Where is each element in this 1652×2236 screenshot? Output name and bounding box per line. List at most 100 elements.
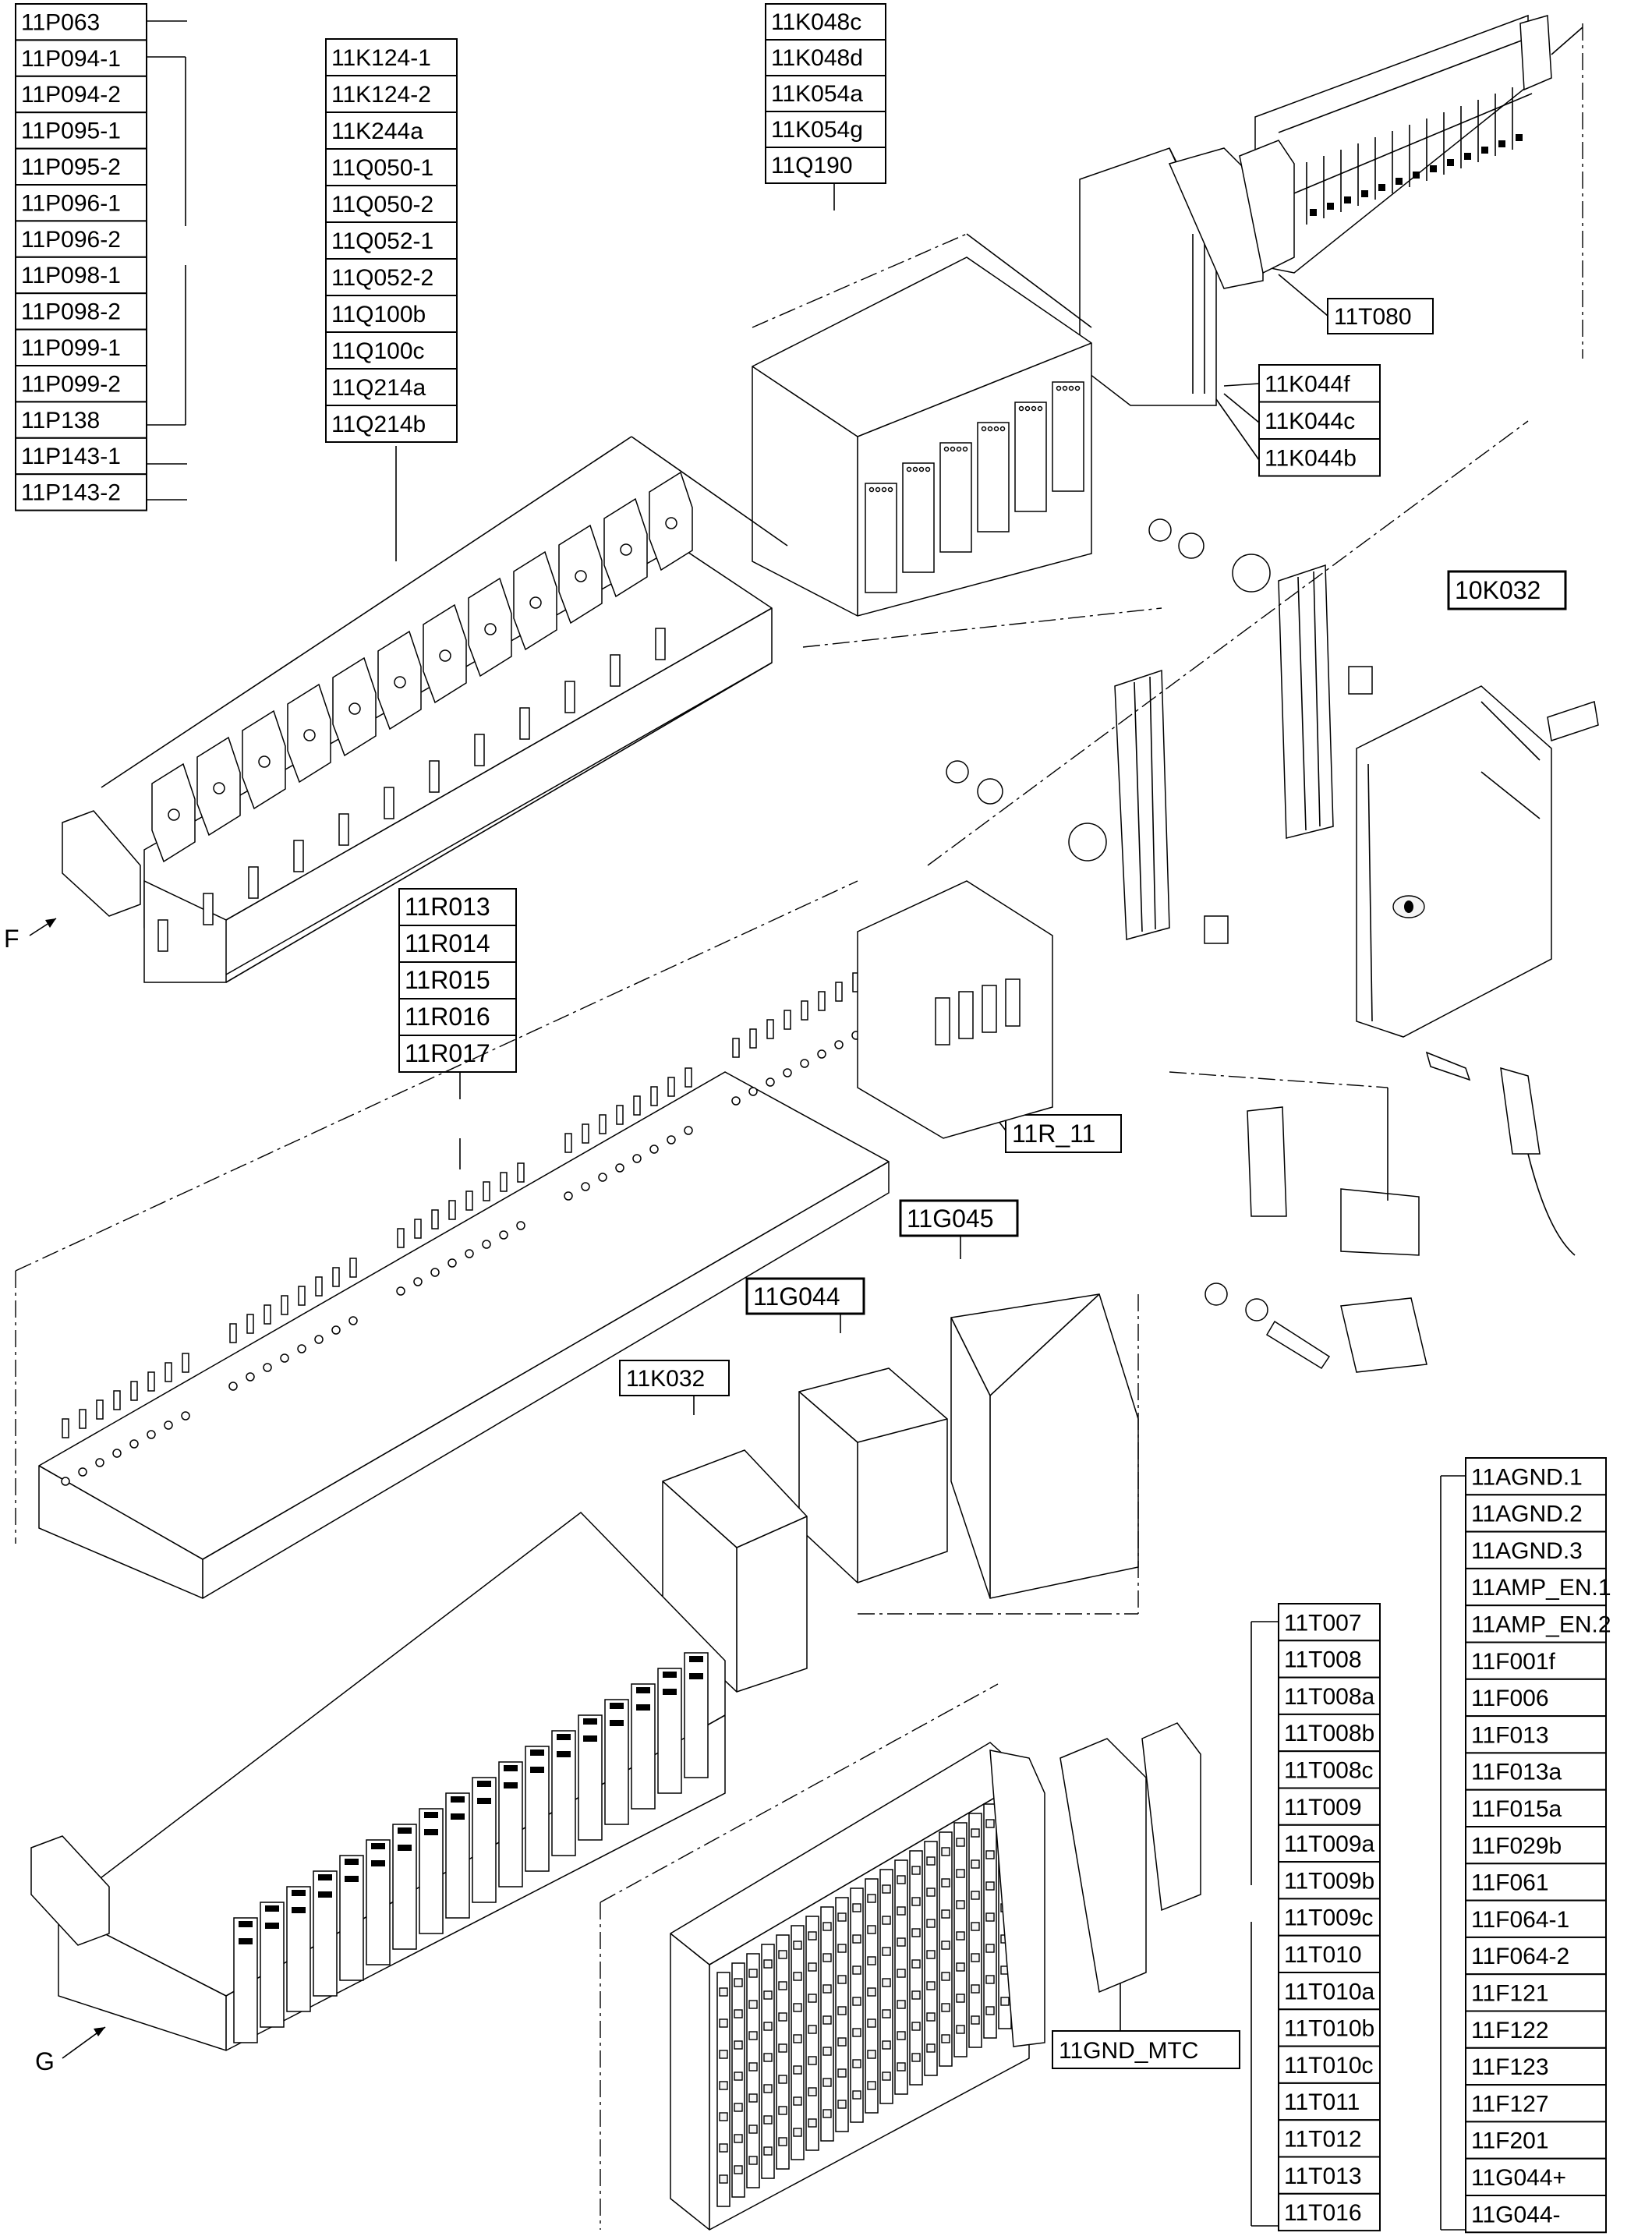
resistor [766,1019,774,1039]
terminal-port [926,1950,936,1959]
terminal-port [808,2118,817,2128]
relay-contact [239,1921,253,1927]
terminal-dot [1327,203,1334,210]
terminal-screw [348,1316,358,1325]
relay-contact [292,1907,306,1913]
terminal-port [911,1928,921,1937]
terminal-port [734,2134,743,2143]
resistor [465,1191,473,1211]
label-11R_11-text: 11R_11 [1012,1120,1095,1148]
label-11K048-label: 11K048d [771,45,863,71]
relay-contact [477,1781,491,1787]
label-11AGND-label: 11F122 [1471,2018,1549,2043]
label-11T-box [1278,1934,1381,1973]
terminal-port [956,1838,965,1847]
relay-contact [265,1923,279,1929]
resistor [281,1295,288,1315]
label-11T-label: 11T009 [1284,1795,1362,1820]
relay-slice [419,1808,444,1934]
relay-contact [318,1874,332,1880]
terminal-port [926,1888,936,1897]
terminal-port [897,1906,906,1916]
r11-terminal [958,991,974,1039]
label-11P-box [15,328,147,367]
relay-contact [345,1859,359,1865]
label-11R-box [398,998,517,1036]
label-11AGND-box [1465,1863,1607,1902]
label-11AGND-box [1465,1494,1607,1533]
relay-contact [292,1890,306,1896]
terminal-port [867,1925,876,1934]
relay-contact [530,1750,544,1756]
resistor [130,1381,138,1401]
terminal-port [985,1944,995,1953]
terminal-port [734,2009,743,2018]
terminal-port [748,2125,758,2134]
terminal-port [985,1850,995,1859]
terminal-port [985,1912,995,1922]
label-11P-label: 11P098-2 [21,299,121,325]
relay-screw [348,702,361,715]
label-11AGND-label: 11F123 [1471,2054,1549,2080]
terminal-port [941,1972,950,1981]
relay-contact [504,1765,518,1771]
housing-10k032 [1356,685,1599,1256]
label-11T-label: 11T008a [1284,1684,1375,1710]
relay-contact [371,1860,385,1866]
resistor [332,1267,340,1287]
resistor [147,1371,155,1392]
label-11AGND-box [1465,1899,1607,1938]
label-11AGND-label: 11F061 [1471,1870,1549,1896]
label-11K044-label: 11K044f [1265,372,1350,398]
label-11AGND-label: 11AGND.2 [1471,1502,1583,1527]
label-11K124-label: 11K244a [331,119,423,144]
relay-slice [392,1824,417,1950]
resistor [229,1323,237,1343]
terminal-port [822,1922,832,1931]
relay-pin [384,787,394,819]
terminal-port [778,2075,787,2084]
screw-dot [950,446,956,452]
terminal-port [719,1987,728,1997]
terminal-port [719,2174,728,2184]
label-11P-box [15,3,147,41]
label-11K124-label: 11Q052-1 [331,228,433,254]
screw-dot [887,486,893,493]
terminal-port [882,2009,891,2018]
resistor [599,1114,607,1134]
screw-dot [875,486,881,493]
terminal-port [793,2003,802,2012]
label-11R-label: 11R015 [405,966,490,994]
label-11P-label: 11P096-2 [21,227,121,253]
terminal-port [867,2050,876,2059]
label-10K032-text: 10K032 [1455,576,1541,604]
label-11AGND-box [1465,1936,1607,1976]
terminal-port [748,2093,758,2103]
terminal-screw [147,1430,156,1439]
screw-dot [881,486,887,493]
label-11T-box [1278,1824,1381,1863]
terminal-port [793,1941,802,1950]
screw-dot [956,446,962,452]
label-11AGND-box [1465,2121,1607,2160]
terminal-screw [482,1240,491,1249]
terminal-dot [1344,196,1351,203]
screw-dot [1074,385,1081,391]
label-11AGND-label: 11F001f [1471,1649,1556,1675]
relay-contact [345,1876,359,1882]
resistor [483,1181,490,1201]
terminal-port [837,2037,847,2047]
resistor [414,1219,422,1239]
terminal-port [897,1937,906,1947]
resistor [835,982,843,1002]
label-11K124-box [325,405,458,443]
terminal-dot [1447,159,1454,166]
terminal-port [897,1969,906,1978]
terminal-block-bank-bottom [600,1683,1201,2231]
resistor [431,1209,439,1229]
screw-dot [1068,385,1074,391]
label-11K124-label: 11K124-2 [331,82,431,108]
terminal-port [882,1978,891,1987]
resistor [298,1286,306,1306]
label-11P-label: 11P094-1 [21,46,121,72]
